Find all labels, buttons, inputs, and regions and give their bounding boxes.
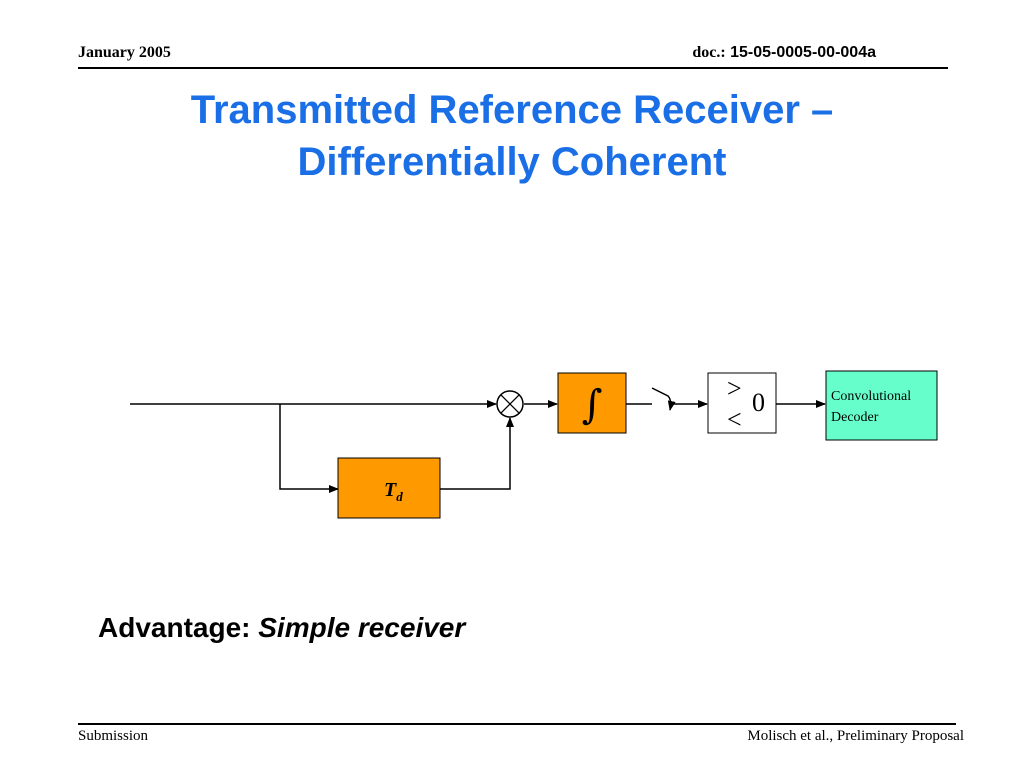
delay-label: Td [384, 479, 403, 504]
header-date: January 2005 [78, 44, 171, 61]
header-rule [78, 67, 948, 69]
delay-to-mixer-wire [440, 417, 514, 490]
header-doc-id: doc.: 15-05-0005-00-004a [692, 44, 876, 62]
sampler-switch [651, 387, 676, 411]
integrator-block: ∫ [557, 372, 627, 434]
advantage-label: Advantage: [98, 612, 251, 643]
header-doc-number: 15-05-0005-00-004a [730, 44, 876, 61]
slide-title: Transmitted Reference Receiver – Differe… [0, 84, 1024, 188]
delay-box [337, 457, 441, 519]
footer-rule [78, 723, 956, 725]
integral-symbol: ∫ [582, 382, 603, 428]
delay-block: Td [337, 457, 441, 519]
decoder-block: Convolutional Decoder [825, 370, 938, 441]
decoder-box [825, 370, 938, 441]
decoder-label-line-1: Convolutional [831, 389, 911, 404]
integrator-box [557, 372, 627, 434]
header-doc-label: doc.: [692, 44, 726, 61]
slide-title-line-2: Differentially Coherent [297, 140, 727, 184]
advantage-value: Simple receiver [258, 612, 466, 643]
comparator-box [707, 372, 777, 434]
slide-title-line-1: Transmitted Reference Receiver – [190, 88, 834, 132]
decoder-label-line-2: Decoder [831, 410, 879, 425]
comparator-lt-symbol: < [727, 405, 742, 434]
advantage-text: Advantage: Simple receiver [98, 612, 465, 644]
delay-subscript: d [396, 489, 403, 504]
footer-authors: Molisch et al., Preliminary Proposal [747, 728, 964, 744]
signal-wires [130, 387, 826, 493]
comparator-gt-symbol: > [727, 374, 742, 403]
footer-submission: Submission [78, 728, 149, 744]
branch-to-delay-wire [279, 404, 339, 493]
mixer [496, 390, 524, 418]
comparator-block: > < 0 [707, 372, 777, 434]
comparator-threshold: 0 [752, 388, 765, 417]
